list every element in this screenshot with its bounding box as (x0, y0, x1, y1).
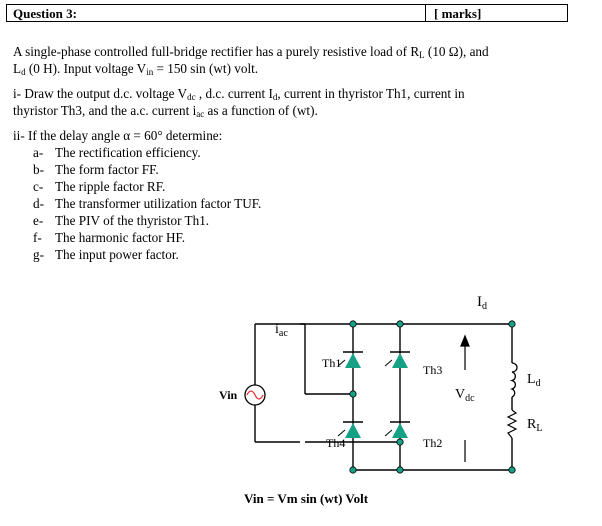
list-item-b: b-The form factor FF. (33, 162, 159, 177)
intro-line-2: Ld (0 H). Input voltage Vin = 150 sin (w… (13, 61, 259, 77)
thyristor-th1-icon (337, 351, 363, 368)
list-item-g: g-The input power factor. (33, 247, 179, 262)
list-item-f: f-The harmonic factor HF. (33, 230, 186, 245)
part2-intro: ii- If the delay angle α = 60° determine… (13, 128, 223, 143)
junction-nodes (349, 320, 516, 474)
label-id: Id (477, 294, 487, 312)
resistor-icon (506, 409, 518, 439)
intro-line-1: A single-phase controlled full-bridge re… (13, 44, 489, 60)
label-rl: RL (527, 417, 542, 434)
label-th1: Th1 (322, 356, 341, 370)
label-iac: iac (275, 322, 288, 339)
list-item-d: d-The transformer utilization factor TUF… (33, 196, 262, 211)
vdc-arrow-icon (460, 334, 470, 462)
question-header: Question 3: [ marks] (6, 4, 568, 22)
label-vin: Vin (219, 388, 238, 402)
thyristor-th4-icon (337, 421, 363, 438)
thyristor-th2-icon (384, 421, 410, 438)
label-ld: Ld (527, 372, 541, 389)
part1-line-2: thyristor Th3, and the a.c. current iac … (13, 103, 318, 119)
list-item-e: e-The PIV of the thyristor Th1. (33, 213, 210, 228)
label-th4: Th4 (326, 436, 345, 450)
thyristor-th3-icon (384, 351, 410, 368)
part1-line-1: i- Draw the output d.c. voltage Vdc , d.… (13, 86, 465, 102)
inductor-icon (509, 362, 518, 398)
label-vdc: Vdc (455, 387, 475, 404)
label-th3: Th3 (423, 363, 442, 377)
marks-label: [ marks] (434, 6, 482, 21)
list-item-a: a-The rectification efficiency. (33, 145, 201, 160)
marks-box: [ marks] (425, 5, 481, 21)
source-equation: Vin = Vm sin (wt) Volt (244, 491, 369, 506)
ac-source-icon (244, 384, 266, 406)
list-item-c: c-The ripple factor RF. (33, 179, 166, 194)
question-title: Question 3: (13, 6, 77, 21)
label-th2: Th2 (423, 436, 442, 450)
